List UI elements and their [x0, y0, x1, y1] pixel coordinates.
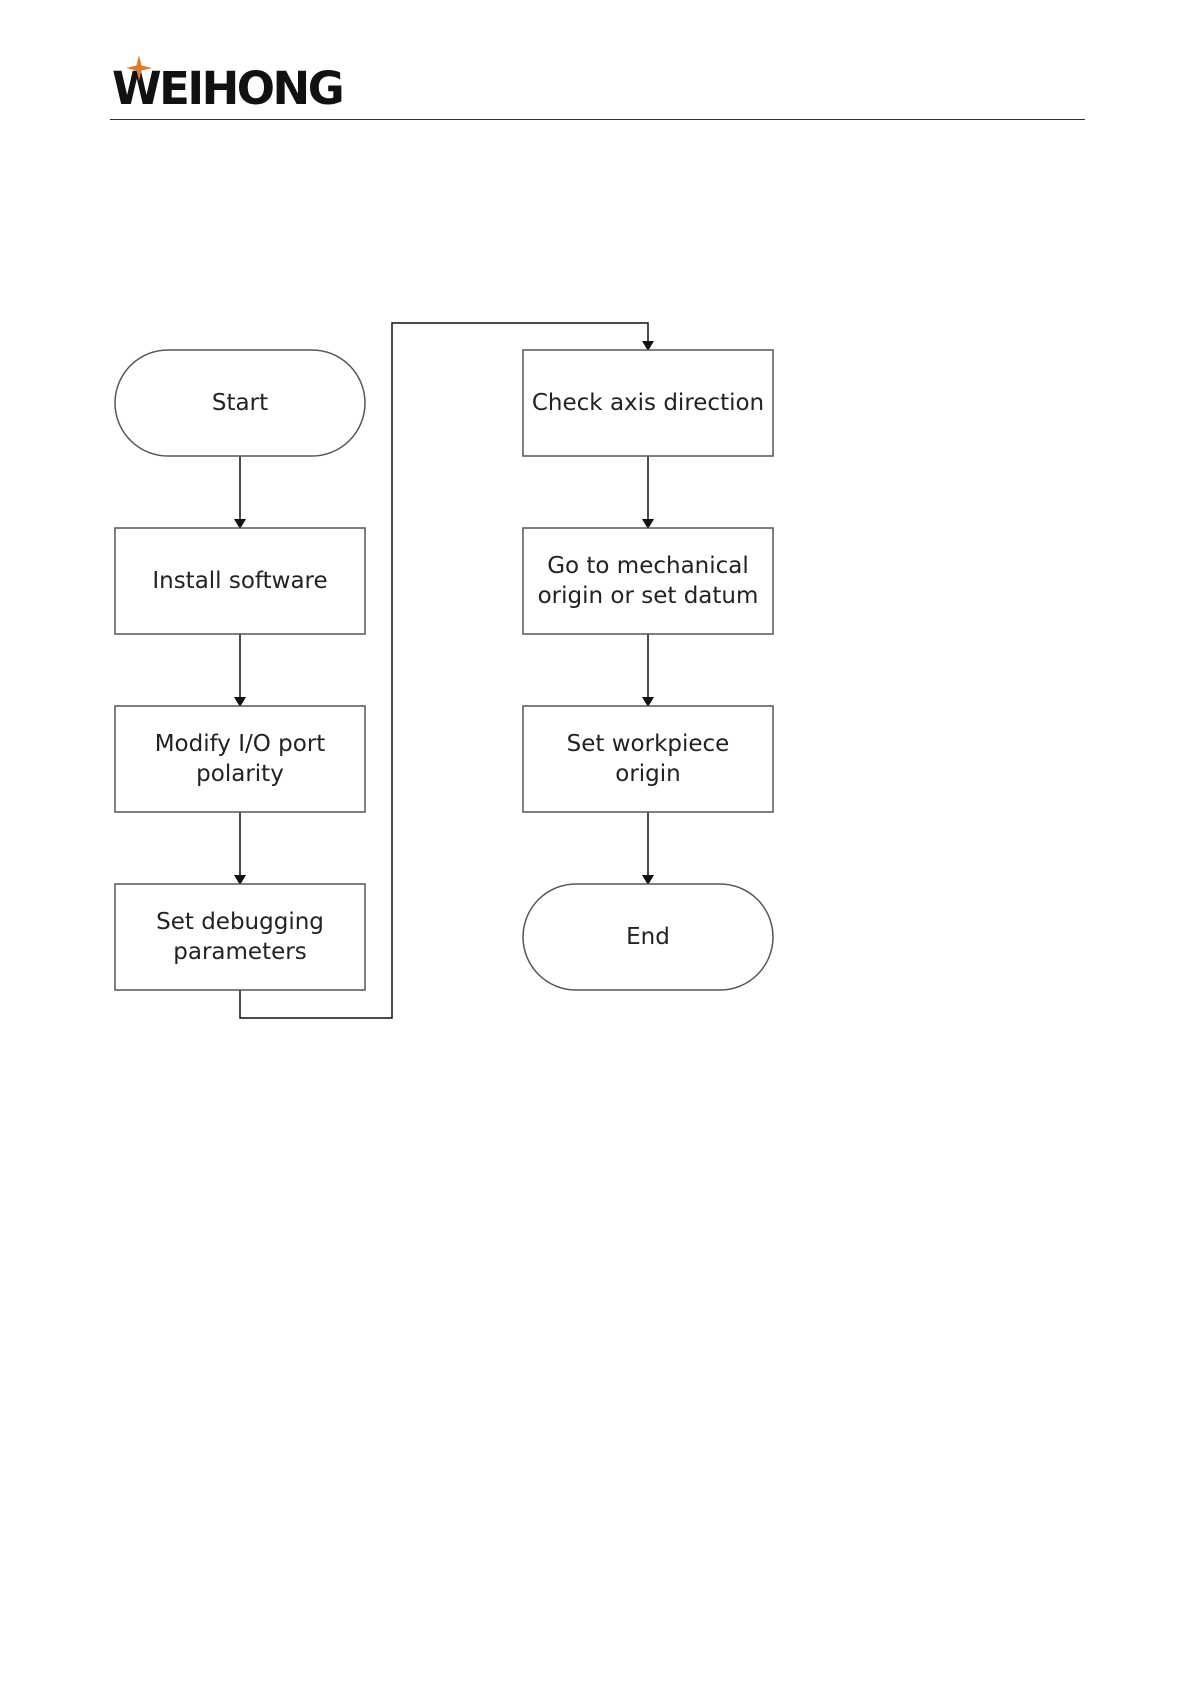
flow-node-mech-origin: Go to mechanical origin or set datum: [523, 528, 773, 634]
flow-node-end: End: [523, 884, 773, 990]
node-label: Modify I/O port: [155, 731, 326, 757]
flow-node-install: Install software: [115, 528, 365, 634]
node-label: origin: [615, 761, 681, 787]
node-label: Set workpiece: [567, 731, 730, 757]
flow-node-workpiece-origin: Set workpiece origin: [523, 706, 773, 812]
node-label: parameters: [173, 939, 306, 965]
flow-node-start: Start: [115, 350, 365, 456]
node-label: origin or set datum: [538, 583, 759, 609]
node-label: Check axis direction: [532, 390, 764, 416]
process-box: [523, 528, 773, 634]
process-box: [115, 884, 365, 990]
process-box: [523, 706, 773, 812]
node-label: Start: [212, 390, 268, 416]
node-label: Go to mechanical: [547, 553, 749, 579]
flow-node-debug-params: Set debugging parameters: [115, 884, 365, 990]
node-label: End: [626, 924, 670, 950]
node-label: Set debugging: [156, 909, 324, 935]
flow-node-check-axis: Check axis direction: [523, 350, 773, 456]
node-label: polarity: [196, 761, 284, 787]
process-box: [115, 706, 365, 812]
node-label: Install software: [152, 568, 327, 594]
flow-node-modify-io: Modify I/O port polarity: [115, 706, 365, 812]
